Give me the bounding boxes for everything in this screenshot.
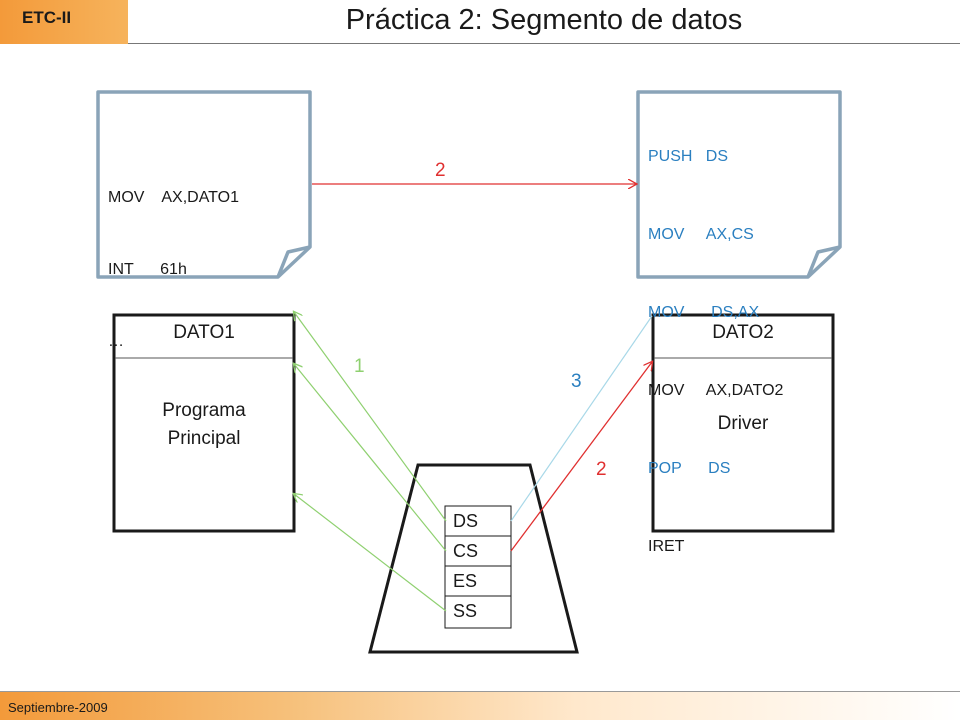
- cs-to-main-arrow: [294, 364, 447, 552]
- step-label-call: 2: [435, 160, 446, 181]
- register-cs-box: [444, 535, 512, 567]
- driver-data-segment: [651, 313, 835, 533]
- driver-code-listing: PUSH DS MOV AX,CS MOV DS,AX MOV AX,DATO2…: [648, 92, 783, 586]
- main-code-line: …: [108, 333, 124, 350]
- step-label-driver-cs: 2: [596, 459, 607, 480]
- footer-date: Septiembre-2009: [8, 700, 108, 715]
- register-ss-label: SS: [453, 601, 478, 621]
- driver-code-line: IRET: [648, 538, 685, 555]
- ss-to-main-arrow: [294, 494, 447, 612]
- step-label-main-ds: 1: [354, 356, 365, 377]
- driver-segment-body: Driver: [653, 410, 833, 438]
- driver-code-line: MOV AX,DATO2: [648, 382, 784, 399]
- register-ss-box: [444, 595, 512, 629]
- page-title: Práctica 2: Segmento de datos: [345, 4, 743, 36]
- driver-code-line: MOV DS,AX: [648, 304, 760, 321]
- driver-code-note: [636, 90, 842, 279]
- footer-bar: [0, 692, 960, 720]
- main-segment-label: Principal: [167, 428, 241, 449]
- register-es-box: [444, 565, 512, 597]
- driver-code-line: POP DS: [648, 460, 731, 477]
- driver-segment-label: Driver: [717, 413, 769, 434]
- course-tag: ETC-II: [0, 0, 128, 44]
- main-code-note: [96, 90, 312, 279]
- register-es-label: ES: [453, 571, 478, 591]
- ds-to-main-arrow: [294, 312, 447, 522]
- driver-segment-header: DATO2: [712, 322, 774, 343]
- driver-code-note-fold: [806, 245, 841, 278]
- cs-to-driver-arrow: [510, 362, 652, 552]
- register-cs-label: CS: [453, 541, 479, 561]
- main-segment-header: DATO1: [173, 322, 235, 343]
- register-ds-box: [444, 505, 512, 537]
- main-data-segment: [112, 313, 296, 533]
- main-code-note-fold: [276, 245, 311, 278]
- course-label: ETC-II: [22, 8, 72, 27]
- driver-code-line: MOV AX,CS: [648, 226, 754, 243]
- driver-code-line: PUSH DS: [648, 148, 729, 165]
- register-ds-label: DS: [453, 511, 479, 531]
- footer-divider: [0, 691, 960, 692]
- ds-to-driver-line: [510, 315, 653, 522]
- step-label-driver-ds: 3: [571, 371, 582, 392]
- main-segment-label: Programa: [162, 400, 246, 421]
- main-segment-body: Programa Principal: [114, 397, 294, 453]
- main-code-line: INT 61h: [108, 261, 187, 278]
- header-divider: [128, 43, 960, 44]
- main-code-line: MOV AX,DATO1: [108, 189, 239, 206]
- main-code-listing: MOV AX,DATO1 INT 61h …: [108, 133, 239, 381]
